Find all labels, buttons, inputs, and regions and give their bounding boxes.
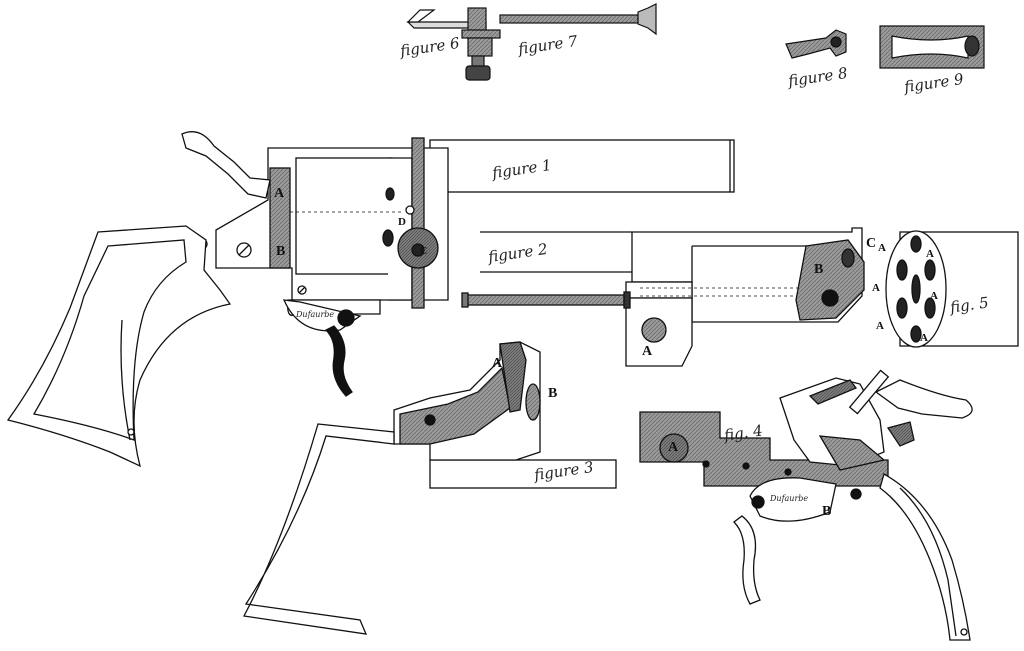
figure-1-revolver: [6, 131, 735, 468]
figure-3-grip-frame: [242, 341, 617, 635]
figure-4-letter-b: B: [822, 504, 832, 519]
figure-1-maker-signature: Dufaurbe: [296, 310, 335, 319]
figure-2-letter-a: A: [642, 344, 653, 359]
figure-5-letter-a1: A: [878, 242, 886, 254]
figure-2-letter-c: C: [866, 236, 877, 251]
figure-7-rod: [499, 3, 657, 36]
figure-5-letter-a6: A: [920, 332, 928, 344]
figure-4-lockwork: [639, 369, 973, 641]
figure-4-letter-a: A: [668, 440, 679, 455]
figure-9-part: [879, 25, 985, 69]
figure-2-frame: [461, 227, 865, 367]
figure-2-letter-b: B: [814, 262, 824, 277]
figure-5-cylinder: [885, 230, 1019, 348]
figure-5-letter-a3: A: [872, 282, 880, 294]
figure-1-letter-c: C: [420, 246, 428, 257]
figure-5-letter-a2: A: [926, 248, 934, 260]
figure-6-part: [406, 7, 501, 81]
figure-3-letter-a: A: [492, 356, 503, 371]
figure-5-letter-a4: A: [930, 290, 938, 302]
figure-1-letter-d: D: [398, 216, 406, 228]
figure-3-letter-b: B: [548, 386, 558, 401]
figure-4-maker-signature: Dufaurbe: [770, 494, 809, 503]
figure-1-letter-a: A: [274, 186, 285, 201]
figure-8-part: [785, 29, 847, 59]
figure-5-letter-a5: A: [876, 320, 884, 332]
figure-1-letter-b: B: [276, 244, 286, 259]
